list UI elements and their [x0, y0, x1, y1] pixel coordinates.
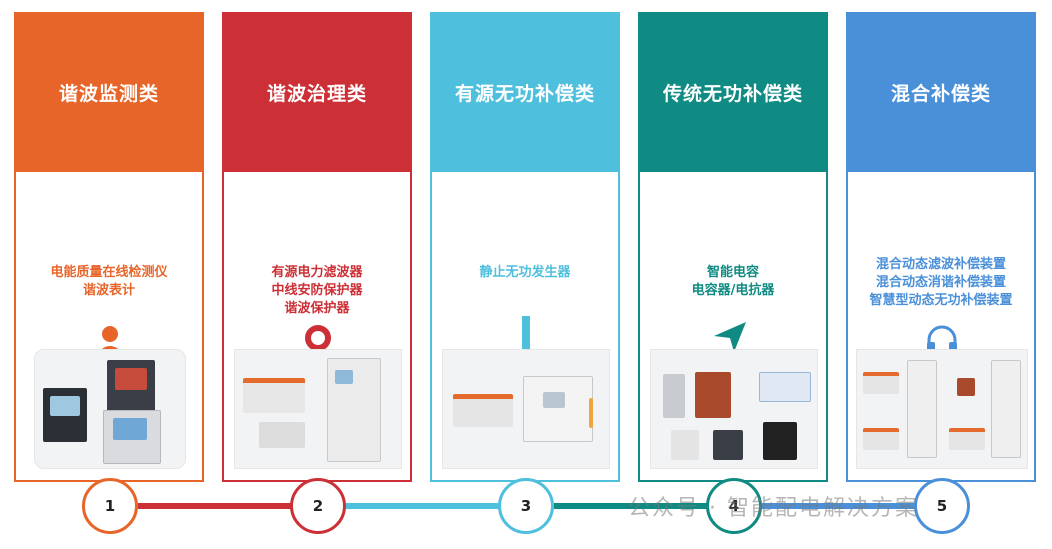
product-photo-svg [442, 349, 610, 469]
category-card-harmonic-monitoring: 谐波监测类 电能质量在线检测仪 谐波表计 [14, 12, 204, 484]
product-photo-hybrid [856, 349, 1028, 469]
card-header: 谐波治理类 [222, 12, 412, 172]
step-circle-1: 1 [82, 478, 138, 534]
card-line: 静止无功发生器 [479, 265, 571, 280]
timeline-bar-4 [762, 503, 917, 509]
step-circle-3: 3 [498, 478, 554, 534]
capacitor-module [671, 430, 699, 460]
svg-wall-unit [523, 376, 593, 442]
meter-screen [115, 368, 147, 390]
card-line: 谐波保护器 [284, 301, 350, 316]
svg-module [453, 394, 513, 427]
card-description: 静止无功发生器 [432, 264, 618, 282]
hybrid-module [863, 428, 899, 450]
card-line: 有源电力滤波器 [271, 265, 363, 280]
card-header: 有源无功补偿类 [430, 12, 620, 172]
card-line: 混合动态消谐补偿装置 [875, 275, 1006, 290]
controller-dark [763, 422, 797, 460]
filter-module [259, 422, 305, 448]
category-card-active-reactive-compensation: 有源无功补偿类 静止无功发生器 [430, 12, 620, 484]
timeline-bar-1 [138, 503, 293, 509]
card-body: 有源电力滤波器 中线安防保护器 谐波保护器 [222, 172, 412, 482]
hybrid-module [863, 372, 899, 394]
filter-module [243, 378, 305, 413]
card-header: 谐波监测类 [14, 12, 204, 172]
svg-stripe [589, 398, 593, 428]
card-title: 混合补偿类 [890, 82, 991, 105]
card-title: 谐波治理类 [266, 82, 367, 105]
hybrid-module [949, 428, 985, 450]
card-line: 混合动态滤波补偿装置 [875, 257, 1006, 272]
cabinet-screen [335, 370, 353, 384]
filter-cabinet [327, 358, 381, 462]
card-line: 电能质量在线检测仪 [50, 265, 168, 280]
card-description: 电能质量在线检测仪 谐波表计 [16, 264, 202, 300]
step-circle-5: 5 [914, 478, 970, 534]
watermark: 公众号 · 智能配电解决方案 [628, 496, 919, 521]
product-photo-meters [34, 349, 186, 469]
card-header: 传统无功补偿类 [638, 12, 828, 172]
product-photo-capacitors [650, 349, 818, 469]
hybrid-reactor [957, 378, 975, 396]
hybrid-cabinet [991, 360, 1021, 458]
card-title: 传统无功补偿类 [662, 82, 803, 105]
product-photo-filters [234, 349, 402, 469]
card-body: 智能电容 电容器/电抗器 [638, 172, 828, 482]
card-title: 谐波监测类 [58, 82, 159, 105]
card-header: 混合补偿类 [846, 12, 1036, 172]
card-line: 中线安防保护器 [271, 283, 363, 298]
meter-screen [113, 418, 147, 440]
card-description: 有源电力滤波器 中线安防保护器 谐波保护器 [224, 264, 410, 318]
card-title: 有源无功补偿类 [454, 82, 595, 105]
step-circle-2: 2 [290, 478, 346, 534]
card-body: 混合动态滤波补偿装置 混合动态消谐补偿装置 智慧型动态无功补偿装置 [846, 172, 1036, 482]
capacitor-can [663, 374, 685, 418]
controller [713, 430, 743, 460]
card-body: 电能质量在线检测仪 谐波表计 [14, 172, 204, 482]
card-description: 智能电容 电容器/电抗器 [640, 264, 826, 300]
bar-icon [522, 316, 530, 352]
card-line: 智慧型动态无功补偿装置 [869, 293, 1013, 308]
category-card-traditional-reactive-compensation: 传统无功补偿类 智能电容 电容器/电抗器 [638, 12, 828, 484]
reactor [695, 372, 731, 418]
category-card-hybrid-compensation: 混合补偿类 混合动态滤波补偿装置 混合动态消谐补偿装置 智慧型动态无功补偿装置 [846, 12, 1036, 484]
card-body: 静止无功发生器 [430, 172, 620, 482]
category-card-harmonic-mitigation: 谐波治理类 有源电力滤波器 中线安防保护器 谐波保护器 [222, 12, 412, 484]
card-line: 电容器/电抗器 [691, 283, 775, 298]
card-line: 智能电容 [706, 265, 759, 280]
svg-screen [543, 392, 565, 408]
smart-capacitor [759, 372, 811, 402]
ring-icon [305, 325, 331, 351]
card-line: 谐波表计 [82, 283, 135, 298]
step-circle-4: 4 [706, 478, 762, 534]
timeline-bar-2 [346, 503, 501, 509]
hybrid-cabinet [907, 360, 937, 458]
timeline-bar-3 [554, 503, 709, 509]
meter-screen [50, 396, 80, 416]
card-description: 混合动态滤波补偿装置 混合动态消谐补偿装置 智慧型动态无功补偿装置 [848, 256, 1034, 310]
paper-plane-icon [714, 322, 746, 352]
